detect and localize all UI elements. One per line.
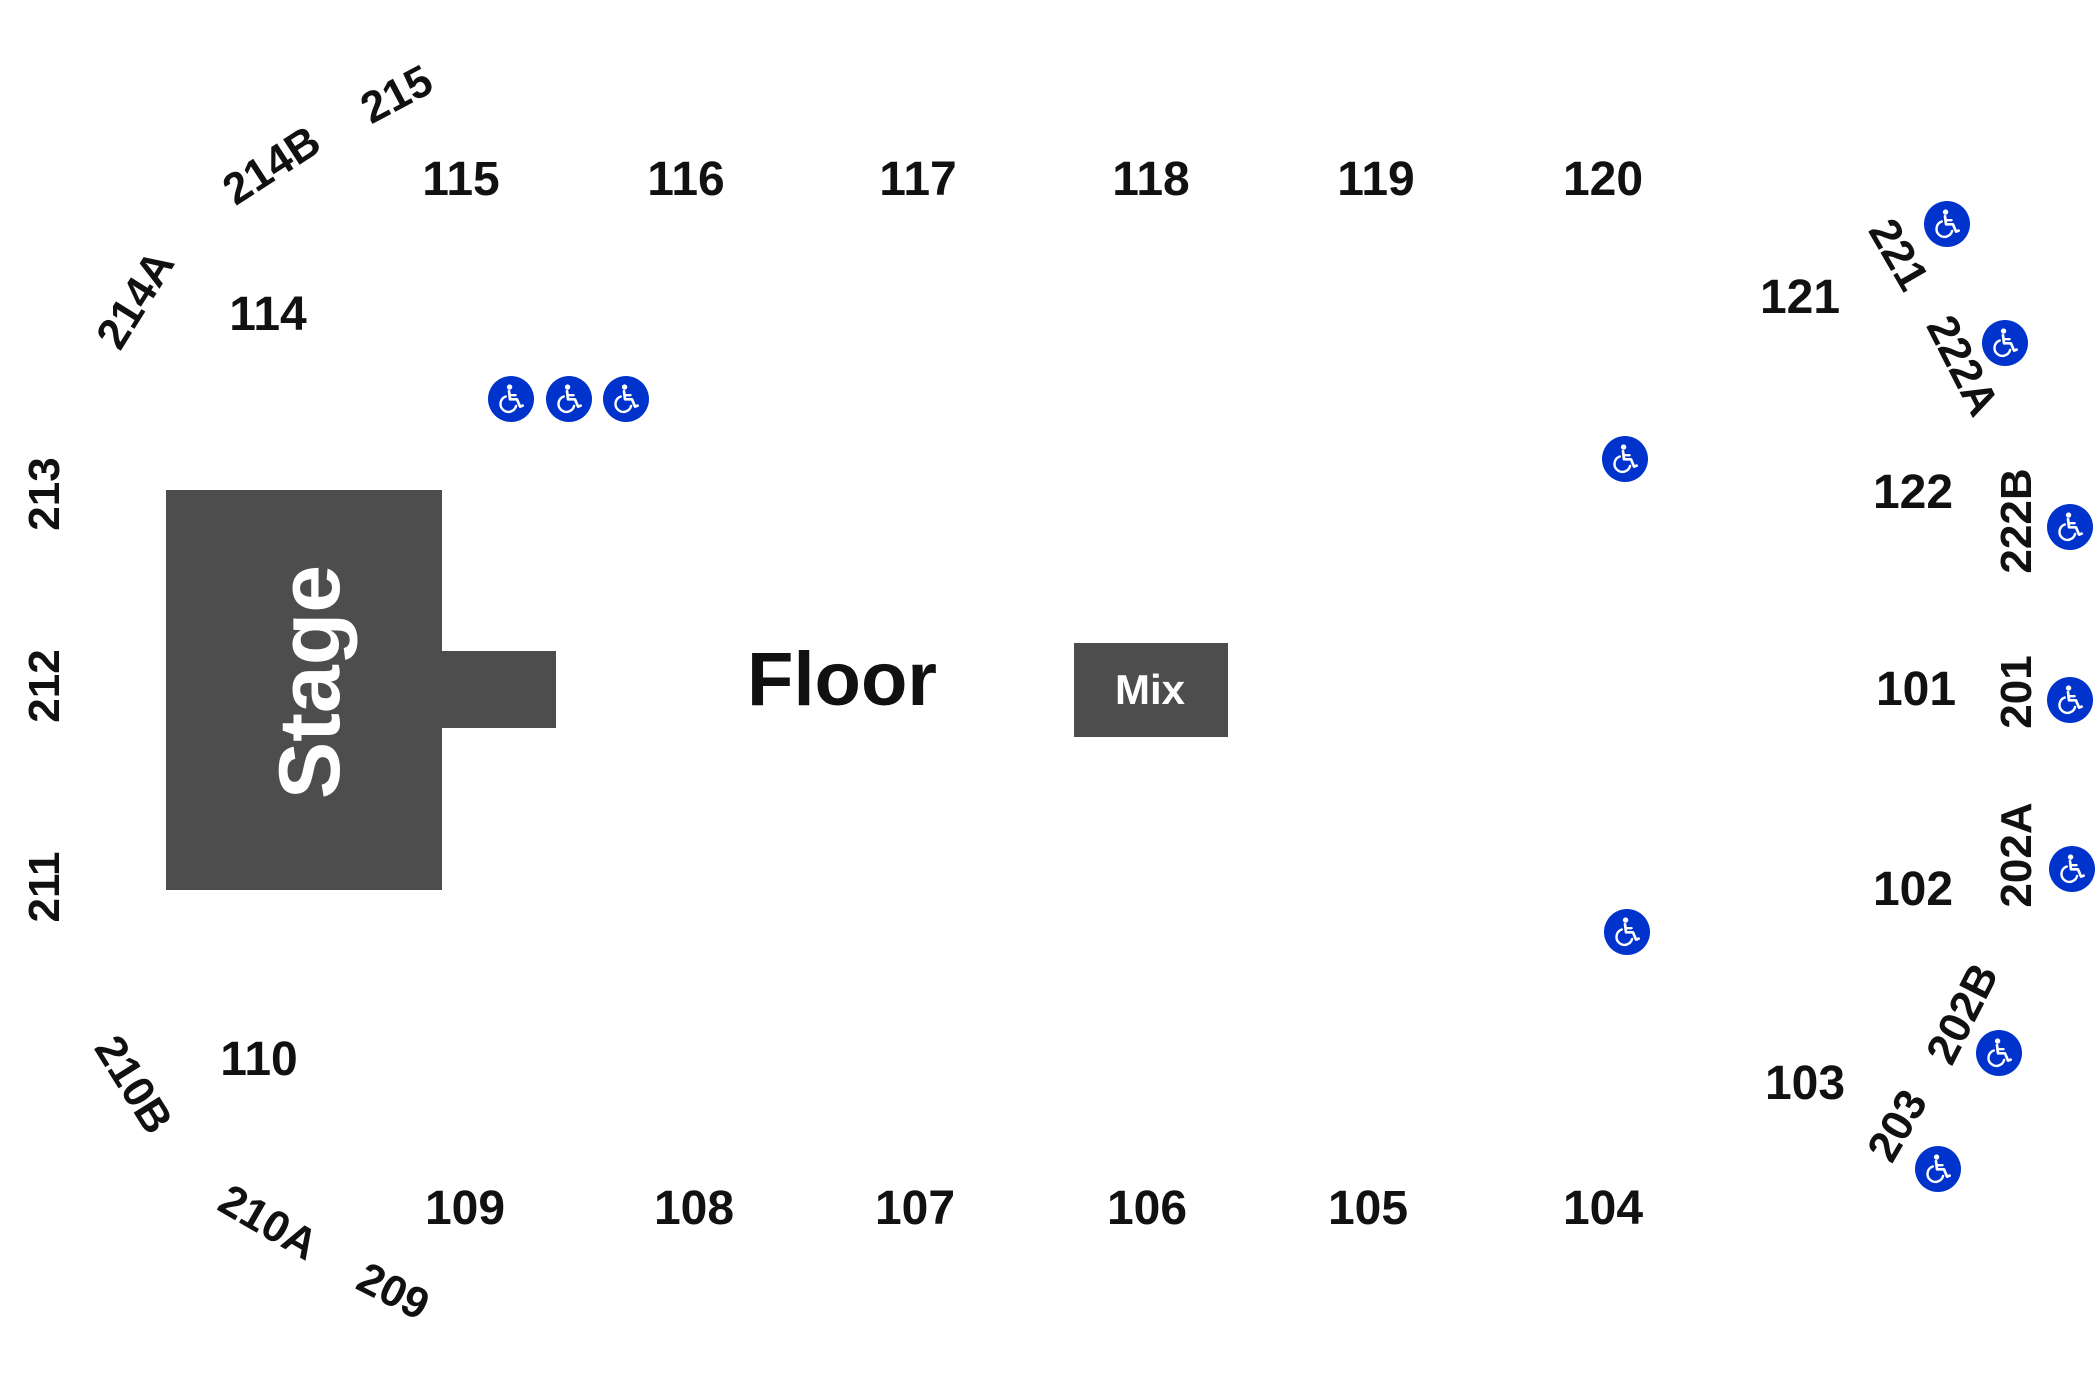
wheelchair-icon[interactable] [2049, 846, 2095, 892]
section-107[interactable]: 107 [874, 1182, 956, 1235]
mix-position [1074, 643, 1228, 737]
wheelchair-icon[interactable] [1602, 436, 1648, 482]
section-209[interactable]: 209 [349, 1253, 438, 1331]
floor-label[interactable]: Floor [747, 637, 937, 722]
section-110[interactable]: 110 [220, 1033, 298, 1086]
section-102[interactable]: 102 [1872, 863, 1954, 916]
section-118[interactable]: 118 [1112, 153, 1190, 206]
section-103[interactable]: 103 [1764, 1057, 1846, 1110]
wheelchair-icon[interactable] [488, 376, 534, 422]
section-210a[interactable]: 210A [210, 1175, 327, 1271]
section-120[interactable]: 120 [1562, 153, 1644, 206]
section-202a[interactable]: 202A [1992, 802, 2041, 908]
section-212[interactable]: 212 [20, 649, 69, 723]
wheelchair-icon[interactable] [1982, 320, 2028, 366]
section-213[interactable]: 213 [20, 457, 69, 531]
wheelchair-icon[interactable] [1915, 1146, 1961, 1192]
wheelchair-icon[interactable] [1924, 201, 1970, 247]
section-215[interactable]: 215 [352, 55, 441, 134]
wheelchair-icon[interactable] [2047, 504, 2093, 550]
stage-label: Stage [262, 564, 358, 800]
section-210b[interactable]: 210B [84, 1027, 183, 1143]
wheelchair-icon[interactable] [546, 376, 592, 422]
section-105[interactable]: 105 [1327, 1182, 1409, 1235]
section-108[interactable]: 108 [653, 1182, 735, 1235]
section-222b[interactable]: 222B [1992, 468, 2041, 574]
section-114[interactable]: 114 [229, 288, 307, 341]
section-119[interactable]: 119 [1337, 153, 1415, 206]
wheelchair-icon[interactable] [603, 376, 649, 422]
section-101[interactable]: 101 [1875, 663, 1957, 716]
section-121[interactable]: 121 [1759, 271, 1841, 324]
section-117[interactable]: 117 [879, 153, 957, 206]
wheelchair-icon[interactable] [1976, 1030, 2022, 1076]
stage[interactable] [166, 490, 442, 890]
section-115[interactable]: 115 [422, 153, 500, 206]
section-214a[interactable]: 214A [86, 242, 185, 358]
section-104[interactable]: 104 [1562, 1182, 1644, 1235]
wheelchair-icon[interactable] [1604, 909, 1650, 955]
mix-label: Mix [1114, 666, 1186, 713]
section-201[interactable]: 201 [1992, 655, 2041, 729]
section-122[interactable]: 122 [1872, 466, 1954, 519]
section-214b[interactable]: 214B [214, 116, 330, 215]
section-106[interactable]: 106 [1106, 1182, 1188, 1235]
wheelchair-icon[interactable] [2047, 677, 2093, 723]
stage-thrust[interactable] [440, 651, 556, 728]
section-109[interactable]: 109 [424, 1182, 506, 1235]
section-116[interactable]: 116 [647, 153, 725, 206]
section-211[interactable]: 211 [20, 851, 69, 923]
